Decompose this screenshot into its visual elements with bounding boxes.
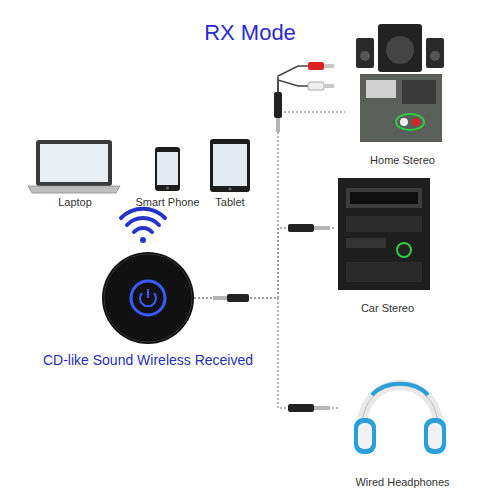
home-stereo-node: Home Stereo	[345, 20, 460, 166]
headphones-picture	[354, 384, 446, 454]
node-caption: Tablet	[215, 196, 244, 208]
laptop-icon	[28, 140, 120, 193]
node-caption: Wired Headphones	[355, 476, 449, 488]
home-stereo-picture	[356, 24, 444, 142]
receiver-node: CD-like Sound Wireless Received	[102, 252, 194, 344]
audio-plug	[288, 224, 330, 232]
cable-connector	[194, 228, 335, 298]
audio-plug	[213, 294, 249, 302]
phone-node: Smart Phone	[133, 136, 202, 208]
laptop-node: Laptop	[28, 136, 122, 208]
tablet-node: Tablet	[205, 136, 255, 208]
car-stereo-node: Car Stereo	[335, 172, 440, 314]
node-caption: CD-like Sound Wireless Received	[43, 352, 253, 368]
wireless-symbol	[121, 209, 165, 243]
node-caption: Laptop	[58, 196, 92, 208]
car-stereo-picture	[338, 178, 430, 290]
phone-icon	[155, 147, 180, 191]
receiver-device	[102, 252, 194, 344]
node-caption: Smart Phone	[135, 196, 199, 208]
tablet-icon	[210, 139, 250, 192]
node-caption: Home Stereo	[370, 154, 435, 166]
headphones-node: Wired Headphones	[340, 352, 465, 488]
rca-cable	[274, 62, 334, 132]
diagram-title: RX Mode	[204, 20, 296, 46]
node-caption: Car Stereo	[361, 302, 414, 314]
cable-connector	[194, 112, 345, 298]
audio-plug	[288, 404, 330, 412]
